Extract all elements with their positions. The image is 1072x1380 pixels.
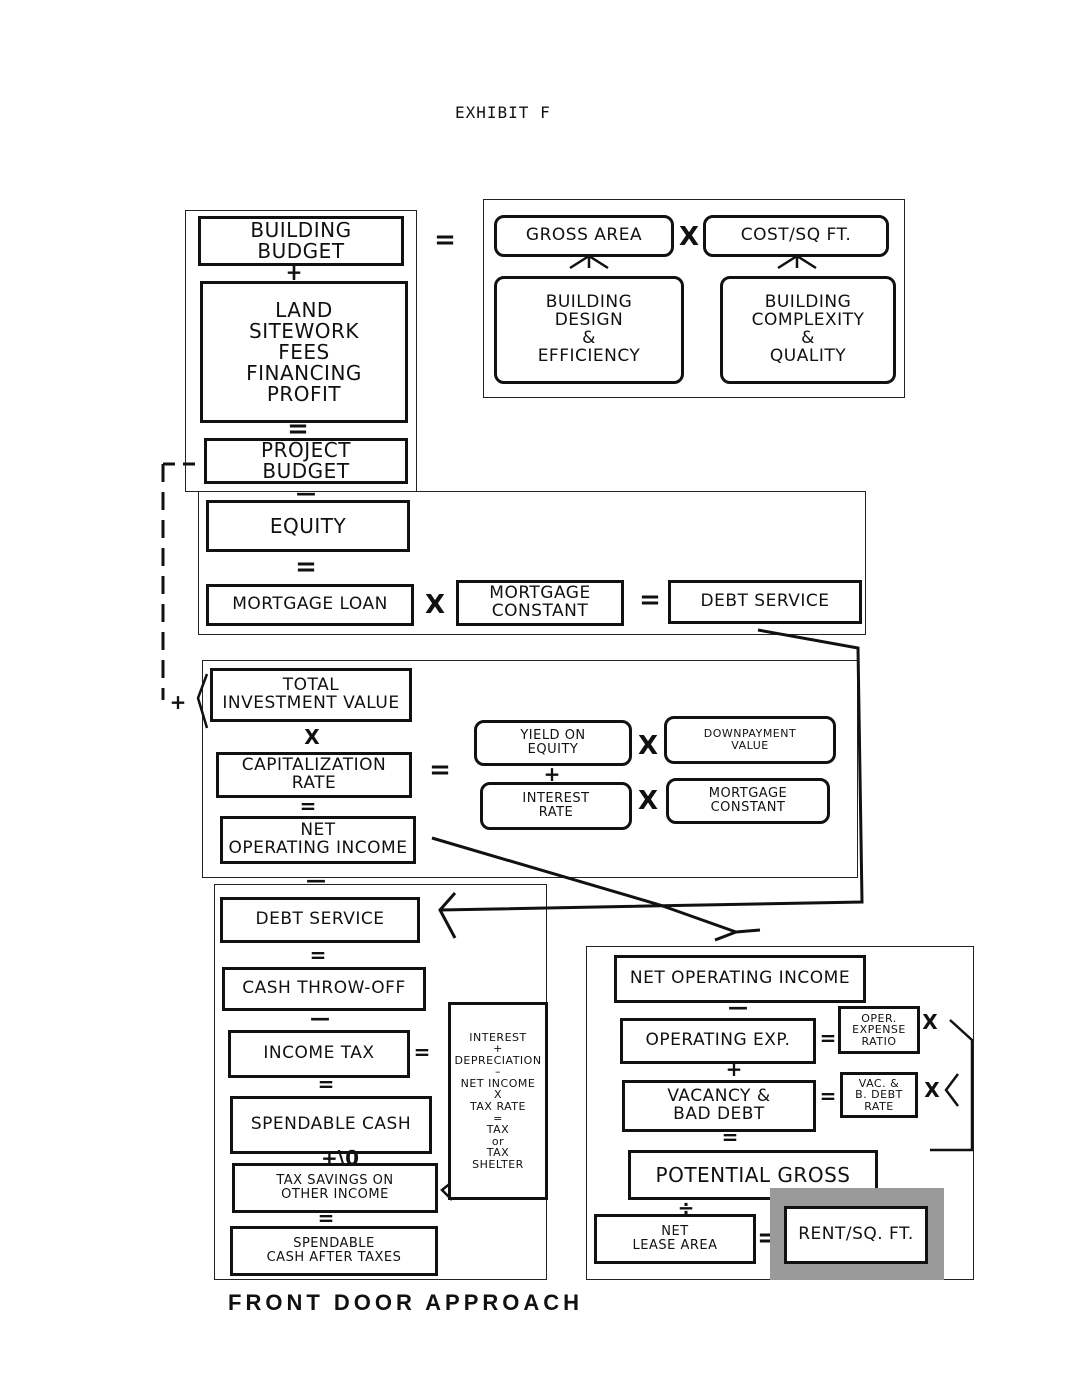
cost-sq-ft-box: COST/SQ FT. — [703, 215, 889, 257]
potential-gross-box: POTENTIAL GROSS — [628, 1150, 878, 1200]
equity-frame — [198, 491, 866, 635]
investment-value-frame — [202, 660, 858, 878]
land-sitework-box: LAND SITEWORK FEES FINANCING PROFIT — [200, 281, 408, 423]
net-operating-income-box: NET OPERATING INCOME — [220, 816, 416, 864]
total-investment-value-box: TOTAL INVESTMENT VALUE — [210, 668, 412, 722]
equals-operator: = — [317, 1072, 335, 1096]
debt-service-connector — [439, 628, 864, 912]
net-lease-area-box: NET LEASE AREA — [594, 1214, 756, 1264]
bracket — [196, 673, 209, 729]
plus-marker: + — [169, 690, 187, 714]
capitalization-rate-box: CAPITALIZATION RATE — [216, 752, 412, 798]
building-complexity-box: BUILDING COMPLEXITY & QUALITY — [720, 276, 896, 384]
plus-operator: + — [725, 1057, 743, 1081]
downpayment-value-box: DOWNPAYMENT VALUE — [664, 716, 836, 764]
spendable-cash-box: SPENDABLE CASH — [230, 1096, 432, 1154]
equals-operator: = — [819, 1026, 837, 1050]
oper-expense-ratio-box: OPER. EXPENSE RATIO — [838, 1006, 920, 1054]
times-operator: X — [637, 731, 659, 761]
equals-operator: = — [413, 1040, 431, 1064]
building-design-box: BUILDING DESIGN & EFFICIENCY — [494, 276, 684, 384]
yield-on-equity-box: YIELD ON EQUITY — [474, 720, 632, 766]
tax-savings-box: TAX SAVINGS ON OTHER INCOME — [232, 1163, 438, 1213]
equals-operator: = — [434, 225, 456, 255]
equals-operator: = — [317, 1206, 335, 1230]
spendable-after-taxes-box: SPENDABLE CASH AFTER TAXES — [230, 1226, 438, 1276]
exhibit-title: EXHIBIT F — [455, 103, 551, 122]
times-operator: X — [924, 1078, 940, 1102]
times-operator: X — [922, 1010, 938, 1034]
minus-operator: — — [310, 1006, 330, 1030]
times-operator: X — [678, 222, 700, 252]
interest-rate-box: INTEREST RATE — [480, 782, 632, 830]
minus-operator: — — [296, 481, 316, 505]
tax-calculation-box: INTEREST + DEPRECIATION – NET INCOME X T… — [448, 1002, 548, 1200]
noi-connector — [431, 836, 737, 934]
mortgage-loan-box: MORTGAGE LOAN — [206, 584, 414, 626]
arrowhead — [438, 892, 457, 939]
equals-operator: = — [295, 552, 317, 582]
project-budget-box: PROJECT BUDGET — [204, 438, 408, 484]
times-operator: X — [304, 725, 320, 749]
gross-area-box: GROSS AREA — [494, 215, 674, 257]
minus-operator: — — [728, 995, 748, 1019]
diagram-caption: FRONT DOOR APPROACH — [228, 1290, 584, 1315]
times-operator: X — [637, 786, 659, 816]
equals-operator: = — [429, 755, 451, 785]
debt-service-box: DEBT SERVICE — [668, 580, 862, 624]
income-tax-box: INCOME TAX — [228, 1030, 410, 1078]
vac-bad-debt-rate-box: VAC. & B. DEBT RATE — [840, 1072, 918, 1118]
equals-operator: = — [287, 414, 309, 444]
equals-operator: = — [721, 1125, 739, 1149]
equity-box: EQUITY — [206, 500, 410, 552]
debt-service-2-box: DEBT SERVICE — [220, 897, 420, 943]
operating-exp-box: OPERATING EXP. — [620, 1018, 816, 1064]
vacancy-bad-debt-box: VACANCY & BAD DEBT — [622, 1080, 816, 1132]
mortgage-constant-box: MORTGAGE CONSTANT — [456, 580, 624, 626]
building-budget-box: BUILDING BUDGET — [198, 216, 404, 266]
mortgage-constant-2-box: MORTGAGE CONSTANT — [666, 778, 830, 824]
minus-operator: — — [306, 868, 326, 892]
plus-operator: + — [285, 260, 303, 284]
equals-operator: = — [639, 585, 661, 615]
equals-operator: = — [309, 943, 327, 967]
net-operating-income-2-box: NET OPERATING INCOME — [614, 955, 866, 1003]
times-operator: X — [424, 590, 446, 620]
arrowhead — [714, 928, 761, 942]
arrowhead — [944, 1073, 959, 1107]
plus-operator: + — [543, 762, 561, 786]
cost-frame — [483, 199, 905, 398]
rent-sq-ft-box: RENT/SQ. FT. — [784, 1206, 928, 1264]
equals-operator: = — [299, 794, 317, 818]
cash-throw-off-box: CASH THROW-OFF — [222, 967, 426, 1011]
ratio-feedback-line — [930, 1019, 974, 1152]
equals-operator: = — [819, 1084, 837, 1108]
